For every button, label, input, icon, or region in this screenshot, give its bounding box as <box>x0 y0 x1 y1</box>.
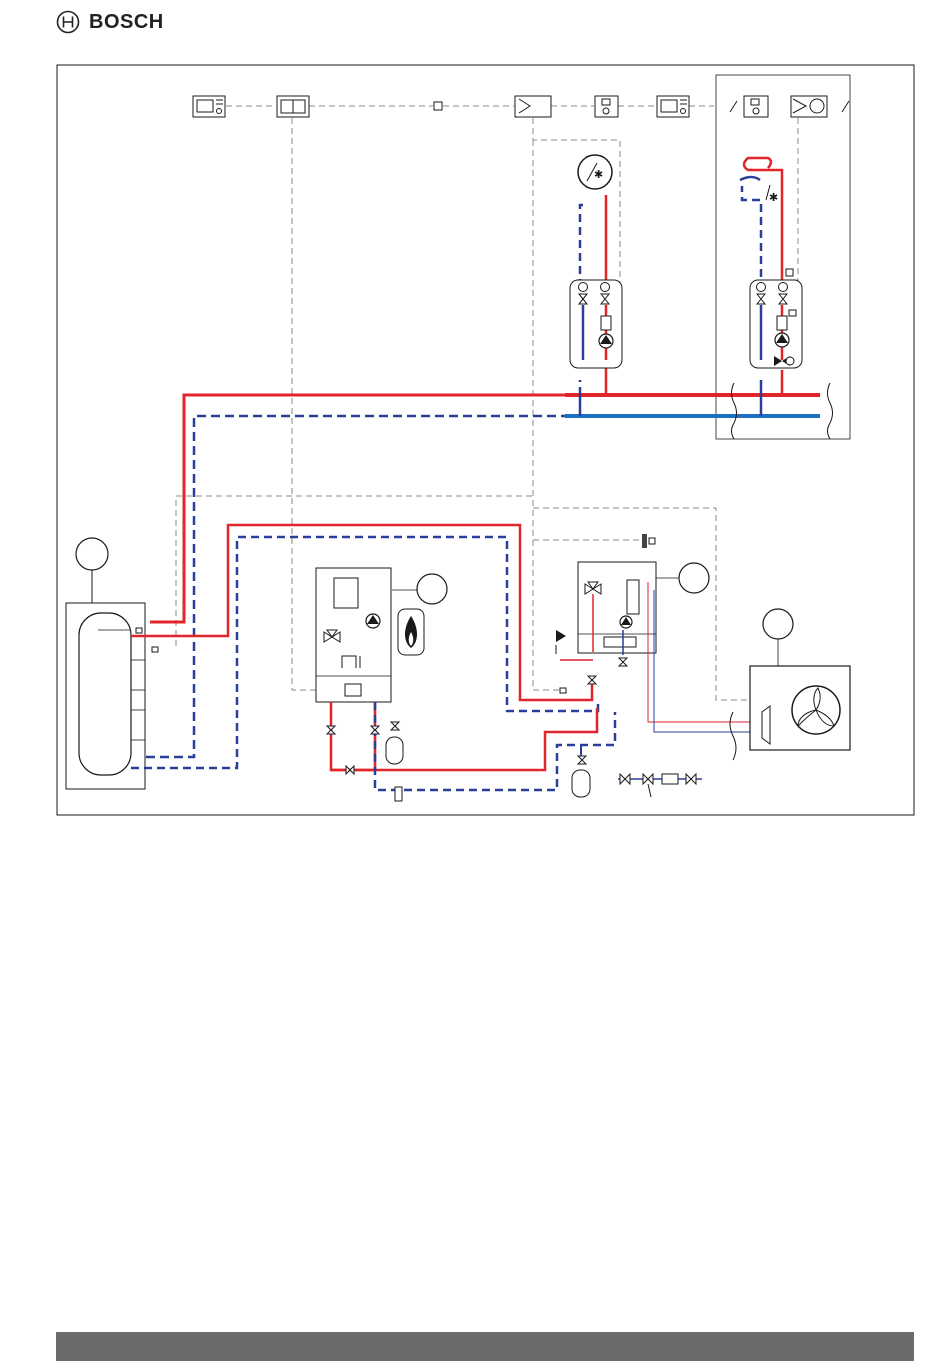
zone-thermostat-icon: ✱ <box>766 185 778 204</box>
expansion-vessel <box>572 746 590 797</box>
junction-box-icon <box>434 102 442 110</box>
gas-boiler <box>316 568 615 801</box>
heating-circuit-unmixed: ✱ <box>570 155 622 416</box>
room-sensor-icon <box>595 96 618 117</box>
heat-pump-indoor-unit <box>556 534 750 732</box>
pump-group-unmixed <box>570 280 622 368</box>
outdoor-sensor-icon <box>791 96 849 117</box>
heat-pump-outdoor-unit <box>730 609 850 760</box>
zone-sensor-icon <box>730 96 768 117</box>
fan-icon <box>792 686 840 734</box>
pump-group-mixed <box>750 280 802 368</box>
expansion-vessel <box>386 722 403 764</box>
svg-text:✱: ✱ <box>594 168 603 181</box>
flame-icon <box>398 609 424 655</box>
svg-text:✱: ✱ <box>769 191 778 204</box>
heating-circuit-mixed: ✱ <box>740 158 802 416</box>
room-thermostat-icon: ✱ <box>578 155 612 189</box>
amplifier-module-icon <box>515 96 551 117</box>
control-module-icon <box>277 96 309 117</box>
zone-module-icon <box>786 269 793 276</box>
room-controller-icon <box>193 96 225 117</box>
footer-bar <box>56 1332 914 1361</box>
system-controller-icon <box>657 96 689 117</box>
safety-valve-icon <box>556 630 566 642</box>
signal-bus <box>176 106 798 700</box>
safety-group <box>618 774 702 797</box>
